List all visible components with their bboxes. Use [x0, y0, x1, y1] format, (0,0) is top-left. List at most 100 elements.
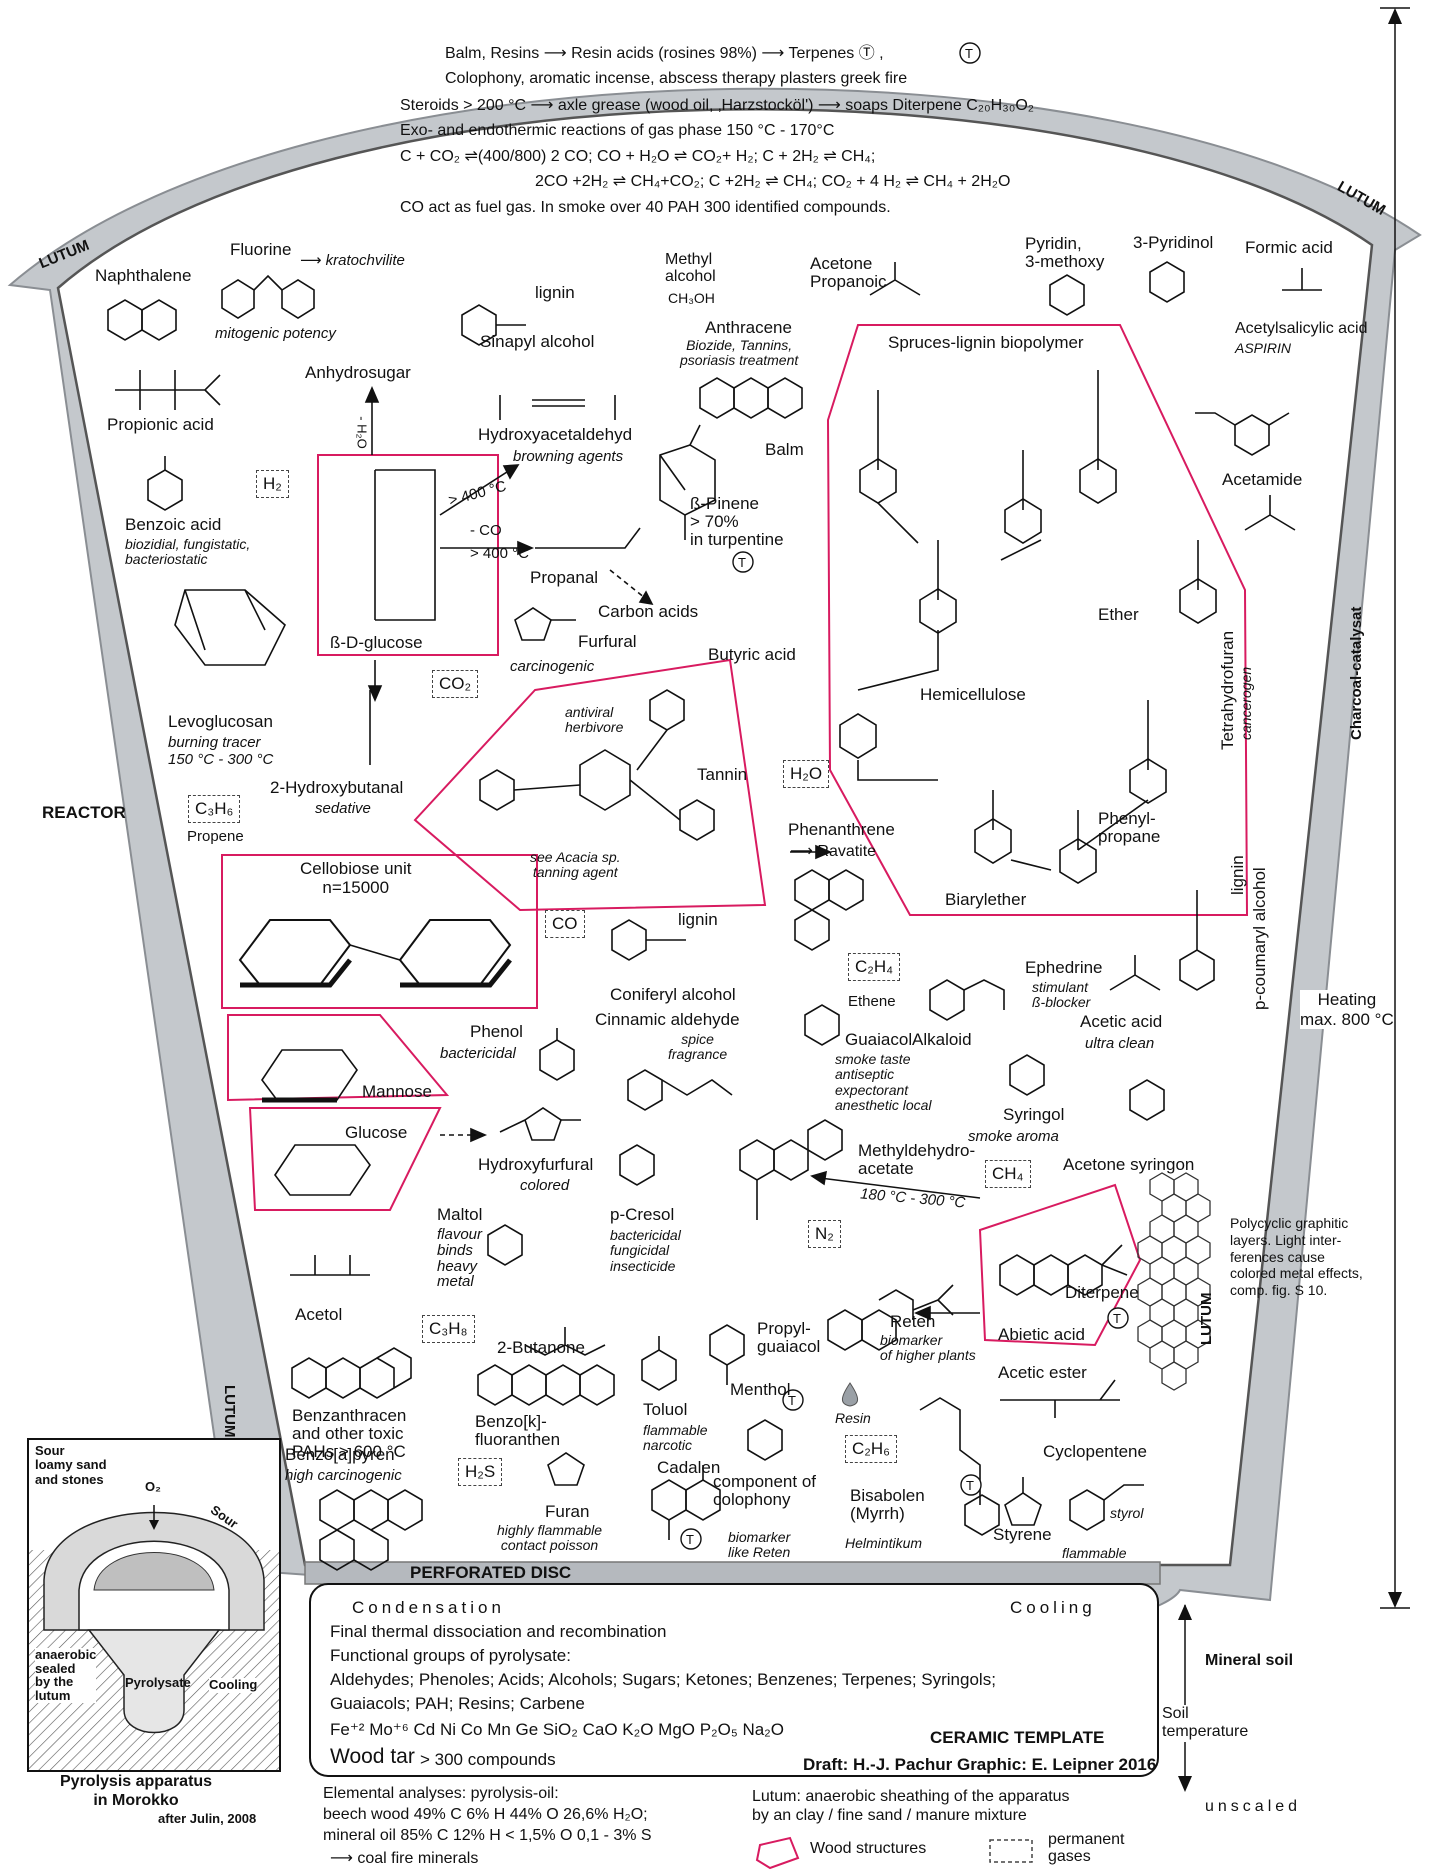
- methanol-formula: CH₃OH: [668, 290, 715, 306]
- pcresol-note: bactericidal fungicidal insecticide: [610, 1227, 681, 1274]
- gas-c2h6: C₂H₆: [845, 1435, 898, 1463]
- resin-drop-icon: [842, 1382, 858, 1407]
- gas-co: CO: [545, 910, 585, 938]
- methyldehydroacetate-structure: [739, 1119, 843, 1220]
- tannin-structure: [479, 689, 715, 841]
- furan-structure: [547, 1452, 585, 1486]
- acetol-structure: [290, 1255, 370, 1276]
- coniferyl-structure: [611, 919, 686, 961]
- tannin-note-2: see Acacia sp. tanning agent: [530, 849, 621, 881]
- reaction-line: Colophony, aromatic incense, abscess the…: [445, 70, 908, 87]
- furfural-label: Furfural: [578, 632, 637, 651]
- wood-structure-glucose: [317, 454, 499, 656]
- propylguaiacol-structure: [709, 1324, 745, 1385]
- inset-anaerobic: anaerobic sealed by the lutum: [35, 1647, 97, 1703]
- gas-ch4: CH₄: [985, 1160, 1031, 1188]
- cadalen-note-2: biomarker like Reten: [728, 1529, 791, 1561]
- coniferyl-top-label: lignin: [678, 910, 718, 929]
- svg-text:T: T: [686, 1532, 694, 1547]
- svg-text:T: T: [965, 46, 973, 61]
- lutum-label-left: LUTUM: [221, 1385, 238, 1438]
- kratochvilite-label: ⟶ kratochvilite: [300, 252, 405, 269]
- elemental-beech: beech wood 49% C 6% H 44% O 26,6% H₂O;: [323, 1806, 648, 1823]
- carbon-acids-label: Carbon acids: [598, 602, 699, 621]
- cellobiose-label: Cellobiose unit n=15000: [300, 859, 412, 897]
- naphthalene-label: Naphthalene: [95, 266, 192, 285]
- terpene-marker-icon: T: [782, 1389, 804, 1411]
- svg-text:T: T: [966, 1478, 974, 1493]
- resin-label: Resin: [835, 1410, 871, 1426]
- phenanthrene-label: Phenanthrene: [788, 820, 895, 839]
- coumaryl-top-label: lignin: [1228, 855, 1247, 895]
- ravatite-label: ⟶ Ravatite: [790, 843, 877, 860]
- syringol-label: Syringol: [1003, 1105, 1065, 1124]
- coumaryl-structure: [1179, 890, 1215, 991]
- wood-structure-spruce-lignin: [826, 324, 1249, 916]
- phenanthrene-structure: [794, 869, 864, 951]
- guaiacol-label: Guaiacol: [845, 1030, 913, 1049]
- fluorine-note: mitogenic potency: [215, 325, 336, 342]
- svg-text:T: T: [1113, 1311, 1121, 1326]
- butanone-label: 2-Butanone: [497, 1338, 585, 1357]
- butyric-acid-label: Butyric acid: [708, 645, 796, 664]
- heat-400-co-label: - CO > 400 °C: [470, 522, 529, 562]
- cadalen-label: Cadalen: [657, 1458, 721, 1477]
- guaiacol-structure: [804, 1004, 840, 1046]
- legend-wood-structure-icon: [755, 1836, 800, 1870]
- pyridin-label: Pyridin, 3-methoxy: [1025, 234, 1105, 271]
- condensation-label: Condensation: [352, 1598, 505, 1617]
- gas-h2o: H₂O: [783, 760, 830, 788]
- h2o-loss-label: - H₂O: [354, 416, 370, 449]
- furfural-structure: [514, 607, 576, 641]
- inset-o2: O₂: [145, 1479, 161, 1494]
- hydroxyfurfural-structure: [499, 1107, 581, 1141]
- styrene-note: flammable: [1062, 1545, 1127, 1561]
- acetone-syringon-structure: [1129, 1079, 1165, 1121]
- ether-label: Ether: [1098, 605, 1139, 624]
- levoglucosan-label: Levoglucosan: [168, 712, 273, 731]
- terpene-marker-icon: T: [959, 42, 981, 64]
- tetrahydrofuran-label: Tetrahydrofuran: [1218, 630, 1237, 750]
- acetamide-structure: [1244, 495, 1296, 531]
- anthracene-note: Biozide, Tannins, psoriasis treatment: [680, 337, 799, 369]
- acetamide-label: Acetamide: [1222, 470, 1303, 489]
- bisabolen-label: Bisabolen (Myrrh): [850, 1486, 925, 1523]
- styrene-structure: [1069, 1484, 1144, 1531]
- benzofluoranthen-structure: [477, 1364, 615, 1406]
- anthracene-structure: [699, 377, 803, 419]
- menthol-label: Menthol: [730, 1380, 791, 1399]
- phenylpropane-label: Phenyl- propane: [1098, 809, 1161, 846]
- perforated-disc-label: PERFORATED DISC: [410, 1563, 572, 1582]
- acetic-acid-structure: [1109, 955, 1161, 991]
- toluol-structure: [641, 1336, 677, 1391]
- lutum-legend: Lutum: anaerobic sheathing of the appara…: [752, 1788, 1070, 1825]
- phenol-structure: [539, 1028, 575, 1081]
- elemental-title: Elemental analyses: pyrolysis-oil:: [323, 1785, 559, 1802]
- polycyclic-label: Polycyclic graphitic layers. Light inter…: [1230, 1215, 1363, 1299]
- syringol-note: smoke aroma: [968, 1128, 1059, 1145]
- propene-label: Propene: [187, 828, 244, 845]
- wood-structure-abietic: [978, 1183, 1142, 1347]
- reaction-line: C + CO₂ ⇌(400/800) 2 CO; CO + H₂O ⇌ CO₂+…: [400, 148, 876, 165]
- cyclopentene-structure: [1004, 1477, 1042, 1526]
- cinnamic-label: Cinnamic aldehyde: [595, 1010, 740, 1029]
- cadalen-structure: [651, 1465, 721, 1540]
- gas-c2h4: C₂H₄: [848, 953, 901, 981]
- svg-text:T: T: [738, 555, 746, 570]
- credits-label: Draft: H.-J. Pachur Graphic: E. Leipner …: [803, 1755, 1157, 1774]
- maltol-label: Maltol: [437, 1205, 483, 1224]
- hemicellulose-label: Hemicellulose: [920, 685, 1026, 704]
- wood-structure-tannin: [413, 658, 767, 912]
- thf-note: cancerogen: [1238, 666, 1254, 740]
- toluol-note: flammable narcotic: [643, 1422, 708, 1454]
- terpene-marker-icon: T: [960, 1474, 982, 1496]
- pyridinol-structure: [1149, 261, 1185, 303]
- ephedrine-note: stimulant ß-blocker: [1032, 979, 1091, 1011]
- fluorine-label: Fluorine: [230, 240, 292, 259]
- levoglucosan-structure: [174, 589, 286, 666]
- maltol-note: flavour binds heavy metal: [437, 1226, 483, 1291]
- elemental-mineral: mineral oil 85% C 12% H < 1,5% O 0,1 - 3…: [323, 1827, 652, 1844]
- reten-label: Reten: [890, 1312, 936, 1331]
- hydroxyacetaldehyd-label: Hydroxyacetaldehyd: [478, 425, 633, 444]
- benzoic-note: biozidial, fungistatic, bacteriostatic: [125, 536, 251, 568]
